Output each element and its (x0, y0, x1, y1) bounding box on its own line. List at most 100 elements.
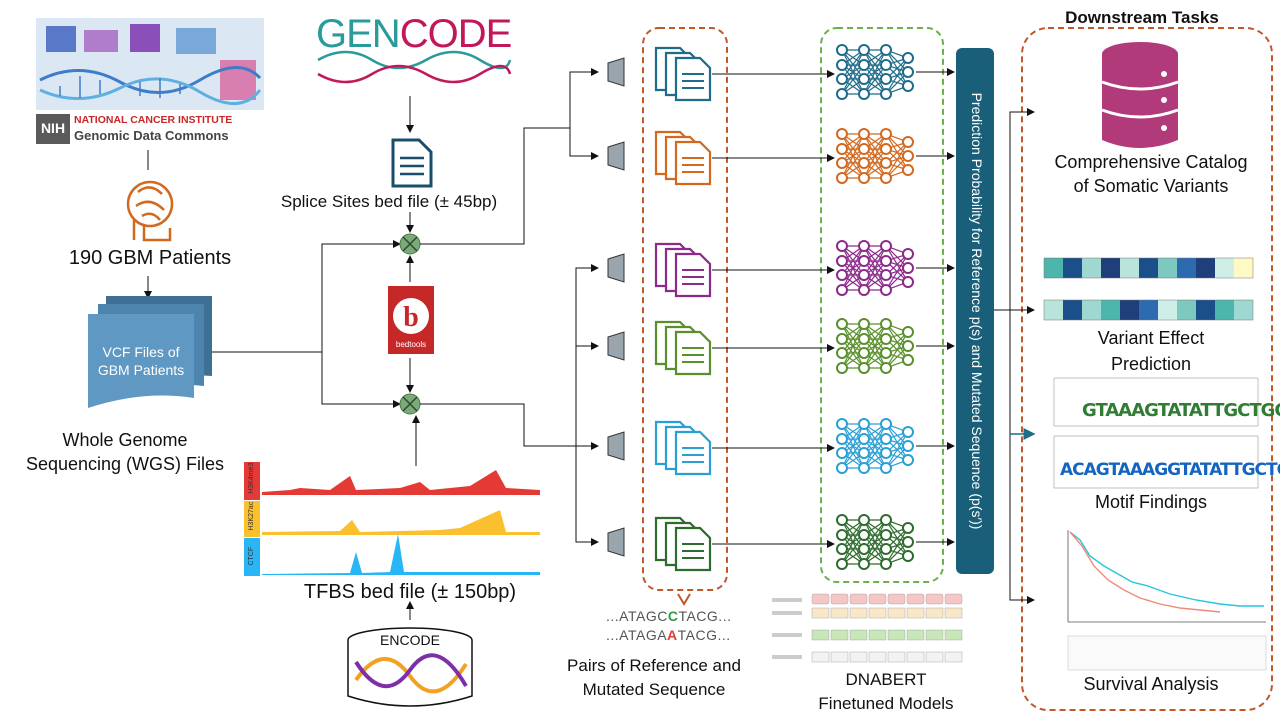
encode-label: ENCODE (380, 632, 440, 648)
document-stack-icon (654, 420, 712, 476)
token-cell (849, 593, 868, 605)
motif-logo-1: GTAAAGTATATTGCTGCCT (1082, 400, 1280, 421)
document-stack-icon (654, 320, 712, 376)
neural-network-icon (836, 318, 914, 374)
dnabert-group (820, 27, 944, 583)
position-embedding-cell (944, 651, 963, 663)
segment-embedding-cell (849, 629, 868, 641)
wgs-label-line1: Whole Genome (62, 430, 188, 450)
token-embedding-cell (811, 607, 830, 619)
segment-embedding-cell (830, 629, 849, 641)
token-embedding-cell (849, 607, 868, 619)
model-row-3 (607, 240, 955, 298)
prediction-label: Prediction Probability for Reference p(s… (969, 92, 985, 530)
position-embedding-cell (849, 651, 868, 663)
survival-label: Survival Analysis (1083, 674, 1219, 694)
token-embedding-cell (944, 607, 963, 619)
token-cell (906, 593, 925, 605)
ref-prefix: ...ATAGC (606, 608, 668, 624)
position-embedding-cell (925, 651, 944, 663)
merge-operator-bottom (399, 393, 421, 415)
nih-badge: NIH (40, 120, 66, 136)
token-cell (944, 593, 963, 605)
splice-document-icon (391, 138, 433, 188)
vcf-label-line1: VCF Files of (102, 344, 180, 360)
funnel-icon (607, 431, 625, 461)
segment-embedding-cell (925, 629, 944, 641)
model-row-2 (607, 128, 955, 186)
gencode-code: CODE (399, 12, 513, 56)
motif-logo-plots (1053, 377, 1259, 489)
token-embedding-cell (925, 607, 944, 619)
patients-label: 190 GBM Patients (68, 247, 232, 269)
mut-base: A (667, 627, 678, 643)
neural-network-icon (836, 240, 914, 296)
funnel-icon (607, 57, 625, 87)
token-cell (830, 593, 849, 605)
funnel-icon (607, 331, 625, 361)
database-icon (1101, 42, 1179, 148)
token-cell (811, 593, 830, 605)
bedtools-label: bedtools (395, 340, 427, 349)
motif-logo-2: ACAGTAAAGGTATATTGCTGCC (1060, 460, 1280, 480)
funnel-icon (607, 253, 625, 283)
track-label-2: H3K27ac (247, 501, 255, 531)
encode-database-icon (347, 627, 473, 707)
vep-label-line2: Prediction (1110, 354, 1192, 374)
mutated-sequence: ...ATAGAATACG... (606, 627, 731, 643)
document-stack-icon (654, 46, 712, 102)
position-embedding-cell (830, 651, 849, 663)
segment-embedding-cell (906, 629, 925, 641)
heatmap-strip-1 (1043, 257, 1254, 279)
mut-prefix: ...ATAGA (606, 627, 668, 643)
catalog-label-line2: of Somatic Variants (1073, 176, 1229, 196)
token-embedding-cell (868, 607, 887, 619)
svg-text:b: b (403, 302, 419, 333)
neural-network-icon (836, 128, 914, 184)
nci-name: NATIONAL CANCER INSTITUTE (74, 114, 233, 126)
tfbs-label: TFBS bed file (± 150bp) (303, 581, 517, 603)
sequence-pairs-group (642, 27, 728, 591)
segment-embedding-cell (868, 629, 887, 641)
segment-embedding-cell (887, 629, 906, 641)
mut-suffix: TACG... (677, 627, 731, 643)
tfbs-track-plot (244, 462, 540, 576)
model-row-6 (607, 514, 955, 572)
variant-effect-heatmap (1043, 257, 1254, 321)
dnabert-embedding-schematic (768, 588, 974, 670)
vep-label-line1: Variant Effect (1097, 328, 1205, 348)
token-embedding-cell (906, 607, 925, 619)
splice-label: Splice Sites bed file (± 45bp) (280, 192, 498, 211)
segment-embedding-cell (944, 629, 963, 641)
token-cell (925, 593, 944, 605)
neural-network-icon (836, 514, 914, 570)
model-row-5 (607, 418, 955, 476)
gencode-logo: GENCODE (316, 12, 513, 56)
neural-network-icon (836, 418, 914, 474)
heatmap-strip-2 (1043, 299, 1254, 321)
position-embedding-cell (887, 651, 906, 663)
token-cell (868, 593, 887, 605)
prediction-bar (956, 48, 994, 574)
document-stack-icon (654, 130, 712, 186)
motif-label: Motif Findings (1094, 492, 1208, 512)
downstream-group (1021, 27, 1273, 711)
position-embedding-cell (868, 651, 887, 663)
document-stack-icon (654, 516, 712, 572)
nci-collage-image (36, 18, 264, 144)
dnabert-label-line1: DNABERT (845, 670, 927, 689)
gencode-dna-helix (317, 50, 512, 84)
schematic-row-label (772, 633, 802, 637)
funnel-icon (607, 141, 625, 171)
vcf-files-icon (88, 296, 212, 408)
gencode-gen: GEN (316, 12, 401, 56)
ref-base: C (667, 608, 679, 624)
document-stack-icon (654, 242, 712, 298)
token-cell (887, 593, 906, 605)
schematic-row-label (772, 598, 802, 602)
wgs-label-line2: Sequencing (WGS) Files (25, 454, 225, 474)
vcf-label-line2: GBM Patients (97, 362, 185, 378)
reference-sequence: ...ATAGCCTACG... (606, 608, 731, 624)
merge-operator-top (399, 233, 421, 255)
